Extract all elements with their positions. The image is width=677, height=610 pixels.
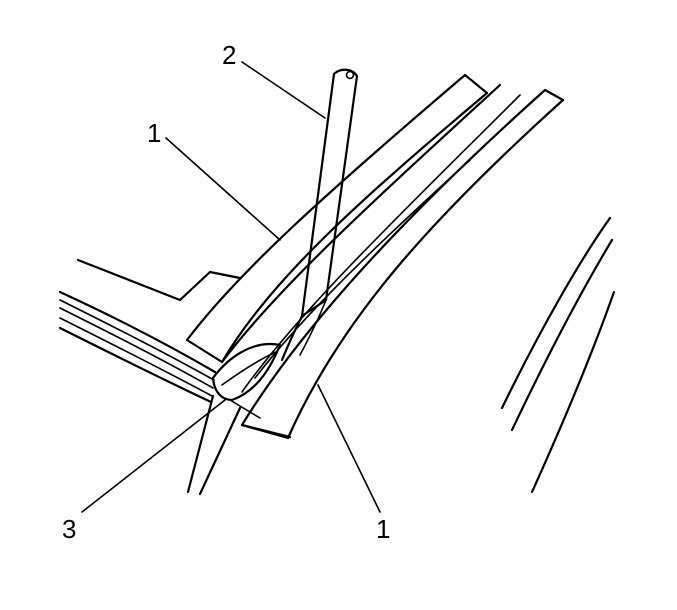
leader-3 xyxy=(81,399,226,513)
leader-1-bottom xyxy=(317,384,381,513)
callout-labels: 1 2 3 1 xyxy=(62,40,390,544)
callout-3: 3 xyxy=(62,514,76,544)
leader-1-top xyxy=(165,137,281,241)
pillar-lines xyxy=(186,394,242,496)
glass-panel xyxy=(58,258,242,404)
leader-lines xyxy=(81,61,381,513)
trim-tool-tip xyxy=(211,342,282,402)
callout-1-bottom: 1 xyxy=(376,514,390,544)
callout-1-top: 1 xyxy=(147,118,161,148)
spiral-probe xyxy=(280,68,359,362)
callout-2: 2 xyxy=(222,40,236,70)
lower-trim xyxy=(229,399,292,439)
lower-seal-band xyxy=(240,88,565,440)
door-frame-lines xyxy=(500,216,616,494)
leader-2 xyxy=(241,61,326,119)
seal-channel xyxy=(220,83,521,393)
upper-seal-band xyxy=(185,73,489,364)
